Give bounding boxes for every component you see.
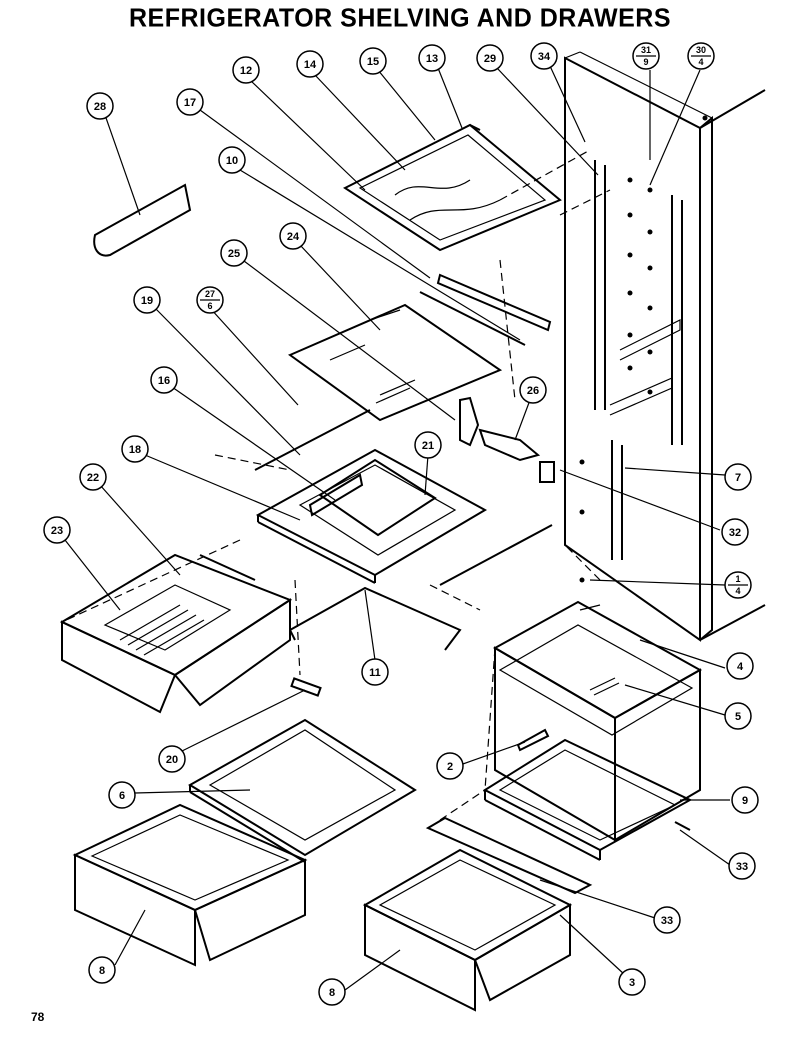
crisper-cover-frame — [254, 409, 553, 586]
svg-text:12: 12 — [240, 65, 252, 77]
callout-33-lower: 33 — [653, 906, 681, 934]
svg-text:21: 21 — [422, 440, 434, 452]
svg-text:6: 6 — [119, 790, 125, 802]
callout-31-9: 31 9 — [632, 42, 660, 70]
svg-text:11: 11 — [369, 667, 381, 679]
glass-shelf-24 — [287, 303, 503, 422]
callout-27-6: 27 6 — [196, 286, 224, 314]
callout-13: 13 — [418, 44, 446, 72]
alignment-lines — [61, 149, 611, 821]
svg-text:7: 7 — [735, 472, 741, 484]
callout-28: 28 — [86, 92, 114, 120]
right-pan-drawer — [362, 848, 573, 1012]
callout-20: 20 — [158, 745, 186, 773]
callout-8-left: 8 — [88, 956, 116, 984]
callout-3: 3 — [618, 968, 646, 996]
callout-11: 11 — [361, 658, 389, 686]
svg-text:13: 13 — [426, 53, 438, 65]
right-drawer-frame — [482, 738, 693, 861]
callout-24: 24 — [279, 222, 307, 250]
svg-text:34: 34 — [538, 51, 551, 63]
callout-29: 29 — [476, 44, 504, 72]
callout-8-right: 8 — [318, 978, 346, 1006]
svg-text:28: 28 — [94, 101, 106, 113]
callout-16: 16 — [150, 366, 178, 394]
callout-7: 7 — [724, 463, 752, 491]
callout-34: 34 — [530, 42, 558, 70]
callout-23: 23 — [43, 516, 71, 544]
drawer-rail — [516, 728, 550, 752]
cabinet-side-wall — [564, 51, 766, 642]
svg-text:5: 5 — [735, 711, 741, 723]
callout-19: 19 — [133, 286, 161, 314]
svg-text:15: 15 — [367, 56, 379, 68]
callout-21: 21 — [414, 431, 442, 459]
svg-text:33: 33 — [661, 915, 673, 927]
shelf-bracket — [459, 396, 555, 483]
svg-text:9: 9 — [742, 795, 748, 807]
callout-5: 5 — [724, 702, 752, 730]
callout-25: 25 — [220, 239, 248, 267]
svg-text:20: 20 — [166, 754, 178, 766]
shelf-rail — [419, 273, 552, 346]
callout-33-upper: 33 — [728, 852, 756, 880]
svg-text:30: 30 — [696, 45, 706, 55]
svg-text:32: 32 — [729, 527, 741, 539]
callout-6: 6 — [108, 781, 136, 809]
svg-text:2: 2 — [447, 761, 453, 773]
drawer-support — [289, 586, 462, 651]
svg-text:8: 8 — [99, 965, 105, 977]
svg-text:31: 31 — [641, 45, 651, 55]
callout-2: 2 — [436, 752, 464, 780]
svg-text:25: 25 — [228, 248, 240, 260]
svg-text:3: 3 — [629, 977, 635, 989]
svg-text:8: 8 — [329, 987, 335, 999]
svg-text:16: 16 — [158, 375, 170, 387]
lower-rail — [425, 816, 593, 895]
svg-text:29: 29 — [484, 53, 496, 65]
svg-text:4: 4 — [735, 586, 740, 596]
svg-text:10: 10 — [226, 155, 238, 167]
svg-text:17: 17 — [184, 97, 196, 109]
callout-17: 17 — [176, 88, 204, 116]
slide-guide — [290, 677, 322, 697]
svg-text:18: 18 — [129, 444, 141, 456]
svg-text:6: 6 — [207, 301, 212, 311]
svg-text:23: 23 — [51, 525, 63, 537]
callout-4: 4 — [726, 652, 754, 680]
leader-lines — [64, 65, 731, 991]
callout-12: 12 — [232, 56, 260, 84]
callout-18: 18 — [121, 435, 149, 463]
svg-text:4: 4 — [698, 57, 703, 67]
left-pan-drawer — [72, 803, 308, 967]
callout-30-4: 30 4 — [687, 42, 715, 70]
callout-9: 9 — [731, 786, 759, 814]
callout-1-4: 1 4 — [724, 571, 752, 599]
callout-26: 26 — [519, 376, 547, 404]
top-glass-shelf — [342, 123, 562, 252]
callout-22: 22 — [79, 463, 107, 491]
page-title: REFRIGERATOR SHELVING AND DRAWERS — [129, 3, 671, 33]
svg-text:26: 26 — [527, 385, 539, 397]
callout-10: 10 — [218, 146, 246, 174]
callout-15: 15 — [359, 47, 387, 75]
svg-text:9: 9 — [643, 57, 648, 67]
svg-text:33: 33 — [736, 861, 748, 873]
callout-32: 32 — [721, 518, 749, 546]
svg-text:22: 22 — [87, 472, 99, 484]
right-drawer-cabinet — [492, 600, 703, 842]
svg-text:1: 1 — [735, 574, 740, 584]
svg-text:24: 24 — [287, 231, 300, 243]
left-crisper-drawer — [59, 553, 293, 714]
svg-text:19: 19 — [141, 295, 153, 307]
left-pan-cover — [188, 718, 417, 863]
svg-text:14: 14 — [304, 59, 317, 71]
page-number: 78 — [31, 1010, 45, 1024]
svg-text:4: 4 — [737, 661, 744, 673]
dairy-bin — [93, 183, 192, 257]
svg-text:27: 27 — [205, 289, 215, 299]
callout-14: 14 — [296, 50, 324, 78]
